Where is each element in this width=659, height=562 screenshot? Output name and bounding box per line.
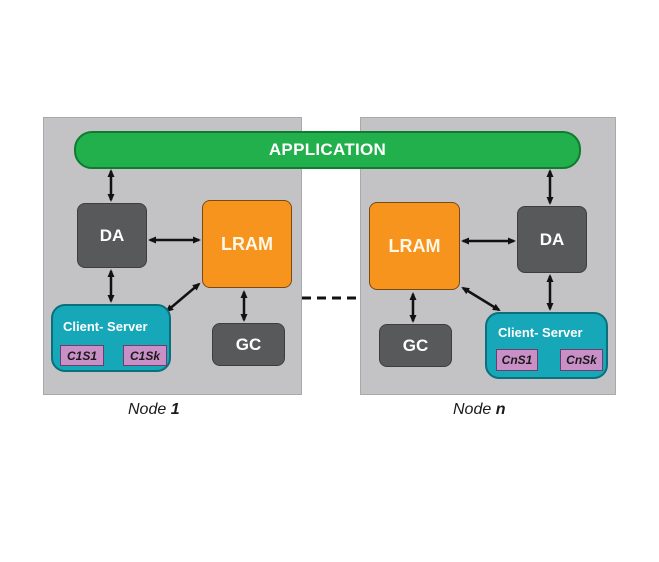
node-n-client-server-label: Client- Server (498, 325, 583, 340)
node-n-da-label: DA (539, 229, 565, 249)
application-label: APPLICATION (268, 140, 387, 159)
arrow-lram-cs-node1 (165, 282, 201, 313)
node-n-client-server: Client- Server CnS1 CnSk (485, 312, 608, 379)
node-1-da-label: DA (99, 225, 125, 245)
node-n-gc-box: GC (379, 324, 452, 367)
node-1-da-box: DA (77, 203, 147, 268)
arrow-lram-cs-noden (461, 286, 501, 312)
node-n-da-box: DA (517, 206, 587, 273)
node-1-client-server-label: Client- Server (63, 319, 148, 334)
node-1-label-prefix: Node (128, 401, 171, 418)
node-n-lram-box: LRAM (369, 202, 460, 290)
node-1-gc-label: GC (235, 334, 262, 354)
node-1-process-first: C1S1 (60, 345, 104, 366)
application-bar: APPLICATION (74, 131, 581, 169)
node-1-process-last: C1Sk (123, 345, 167, 366)
node-1-lram-label: LRAM (221, 233, 273, 254)
node-1-lram-box: LRAM (202, 200, 292, 288)
node-n-lram-label: LRAM (388, 235, 441, 256)
node-n-process-last: CnSk (560, 349, 603, 371)
node-n-label: Node n (453, 401, 505, 419)
node-1-label-index: 1 (170, 401, 180, 418)
node-1-client-server: Client- Server C1S1 C1Sk (51, 304, 171, 372)
node-1-label: Node 1 (128, 401, 180, 419)
node-n-label-index: n (495, 401, 506, 418)
node-n-label-prefix: Node (453, 401, 496, 418)
node-1-gc-box: GC (212, 323, 285, 366)
node-n-process-first: CnS1 (496, 349, 538, 371)
node-n-gc-label: GC (402, 335, 429, 355)
